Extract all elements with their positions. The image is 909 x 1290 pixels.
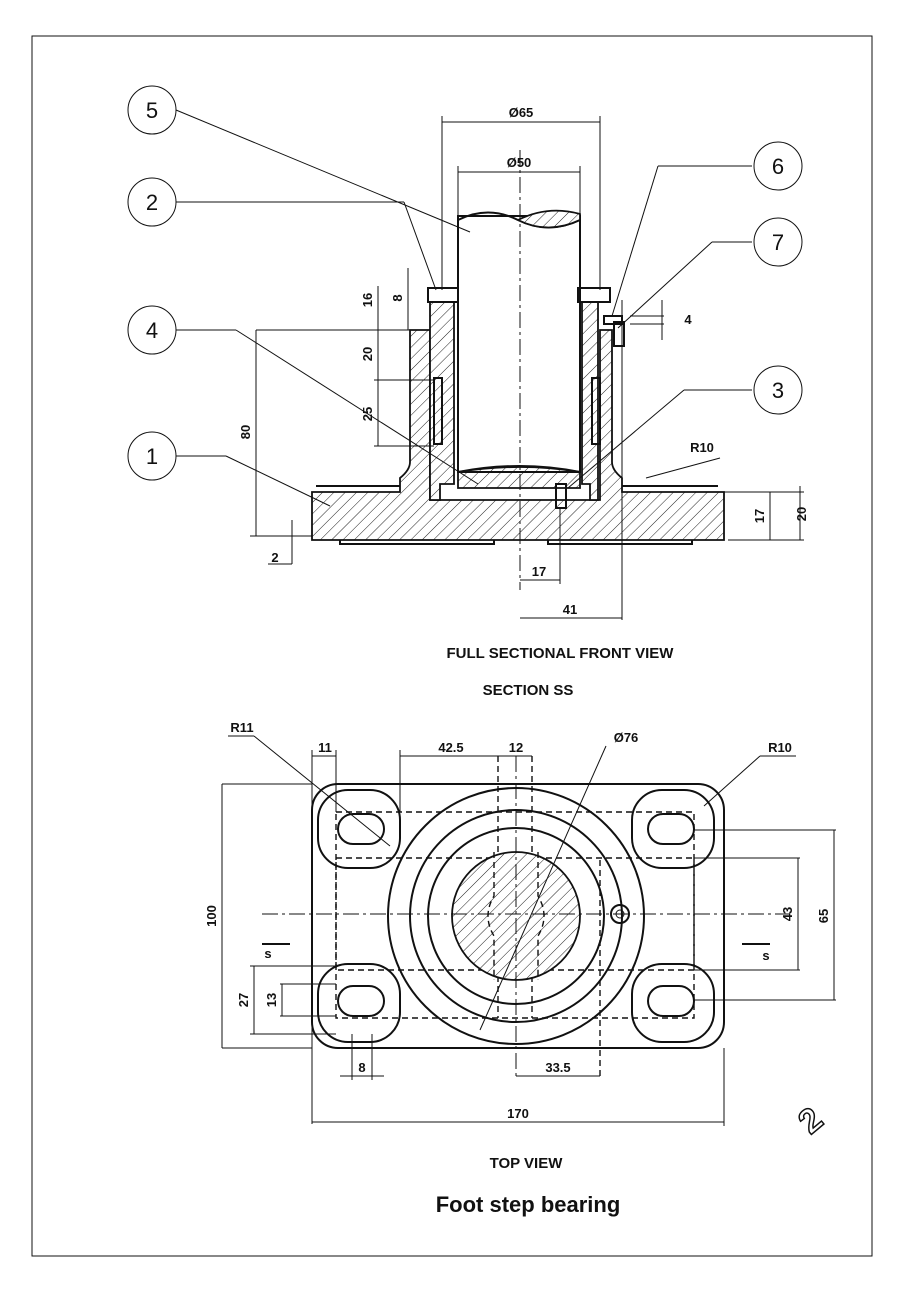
- dim-d65: Ø65: [509, 105, 534, 120]
- dim-r11: R11: [230, 720, 253, 735]
- balloon-leaders: [175, 109, 752, 507]
- dim-41: 41: [563, 602, 577, 617]
- caption-front-view: FULL SECTIONAL FRONT VIEW: [447, 645, 675, 662]
- balloon-6-label: 6: [772, 154, 784, 179]
- slot-top-left: [337, 813, 385, 845]
- dim-20-base: 20: [794, 507, 809, 521]
- dim-43: 43: [780, 907, 795, 921]
- dim-d50: Ø50: [507, 155, 532, 170]
- dim-20: 20: [360, 347, 375, 361]
- bush-collar-right: [577, 287, 611, 303]
- dim-16: 16: [360, 293, 375, 307]
- dim-d76: Ø76: [614, 730, 639, 745]
- balloon-7-label: 7: [772, 230, 784, 255]
- top-dimension-lines: [221, 735, 836, 1126]
- balloon-6: 6: [753, 141, 803, 191]
- balloon-5-label: 5: [146, 98, 158, 123]
- top-view: R11 11 42.5 12 Ø76 R10 100 43 65 27 13 8…: [204, 720, 836, 1126]
- dim-8-top: 8: [358, 1060, 365, 1075]
- balloon-7: 7: [753, 217, 803, 267]
- bush-collar-left: [427, 287, 459, 303]
- balloon-1: 1: [127, 431, 177, 481]
- dim-r10-top: R10: [768, 740, 792, 755]
- shaft-break-hatch: [515, 209, 581, 229]
- caption-section: SECTION SS: [483, 682, 574, 699]
- balloon-2-label: 2: [146, 190, 158, 215]
- shaft-end: [457, 465, 581, 473]
- groove-right: [591, 377, 601, 445]
- screw: [613, 321, 625, 347]
- dim-80: 80: [238, 425, 253, 439]
- base-recess: [339, 540, 693, 545]
- slot-top-right: [647, 813, 695, 845]
- boss-bottom-right: [631, 963, 715, 1043]
- balloon-4-label: 4: [146, 318, 158, 343]
- balloon-3: 3: [753, 365, 803, 415]
- bush-right: [581, 301, 599, 501]
- dim-4: 4: [684, 312, 692, 327]
- slot-bottom-left: [337, 985, 385, 1017]
- dim-27: 27: [236, 993, 251, 1007]
- boss-top-left: [317, 789, 401, 869]
- boss-top-right: [631, 789, 715, 869]
- dim-12: 12: [509, 740, 523, 755]
- drawing-title: Foot step bearing: [436, 1192, 621, 1217]
- dim-17-height: 17: [752, 509, 767, 523]
- pin: [555, 483, 567, 509]
- front-view: 5 2 4 1 6 7 3 Ø65 Ø50 16 8 20: [127, 85, 809, 620]
- section-s-left: s: [264, 946, 271, 961]
- dim-13: 13: [264, 993, 279, 1007]
- dim-170: 170: [507, 1106, 529, 1121]
- dim-25: 25: [360, 407, 375, 421]
- balloon-4: 4: [127, 305, 177, 355]
- balloon-2: 2: [127, 177, 177, 227]
- shaft: [457, 215, 581, 473]
- corner-page-mark: 2: [791, 1100, 830, 1141]
- groove-left: [433, 377, 443, 445]
- balloon-5: 5: [127, 85, 177, 135]
- dim-r10: R10: [690, 440, 714, 455]
- dim-2: 2: [271, 550, 278, 565]
- dim-17-width: 17: [532, 564, 546, 579]
- boss-bottom-left: [317, 963, 401, 1043]
- dim-8: 8: [390, 294, 405, 301]
- sheet-border: [31, 35, 873, 1257]
- caption-top-view: TOP VIEW: [490, 1155, 564, 1172]
- front-dimension-lines: [250, 116, 804, 619]
- slot-bottom-right: [647, 985, 695, 1017]
- balloon-1-label: 1: [146, 444, 158, 469]
- section-s-right: s: [762, 948, 769, 963]
- dim-65: 65: [816, 909, 831, 923]
- balloon-3-label: 3: [772, 378, 784, 403]
- dim-33-5: 33.5: [545, 1060, 570, 1075]
- dim-42-5: 42.5: [438, 740, 463, 755]
- dim-100: 100: [204, 905, 219, 927]
- hidden-key: [487, 852, 545, 980]
- dim-11: 11: [318, 740, 332, 755]
